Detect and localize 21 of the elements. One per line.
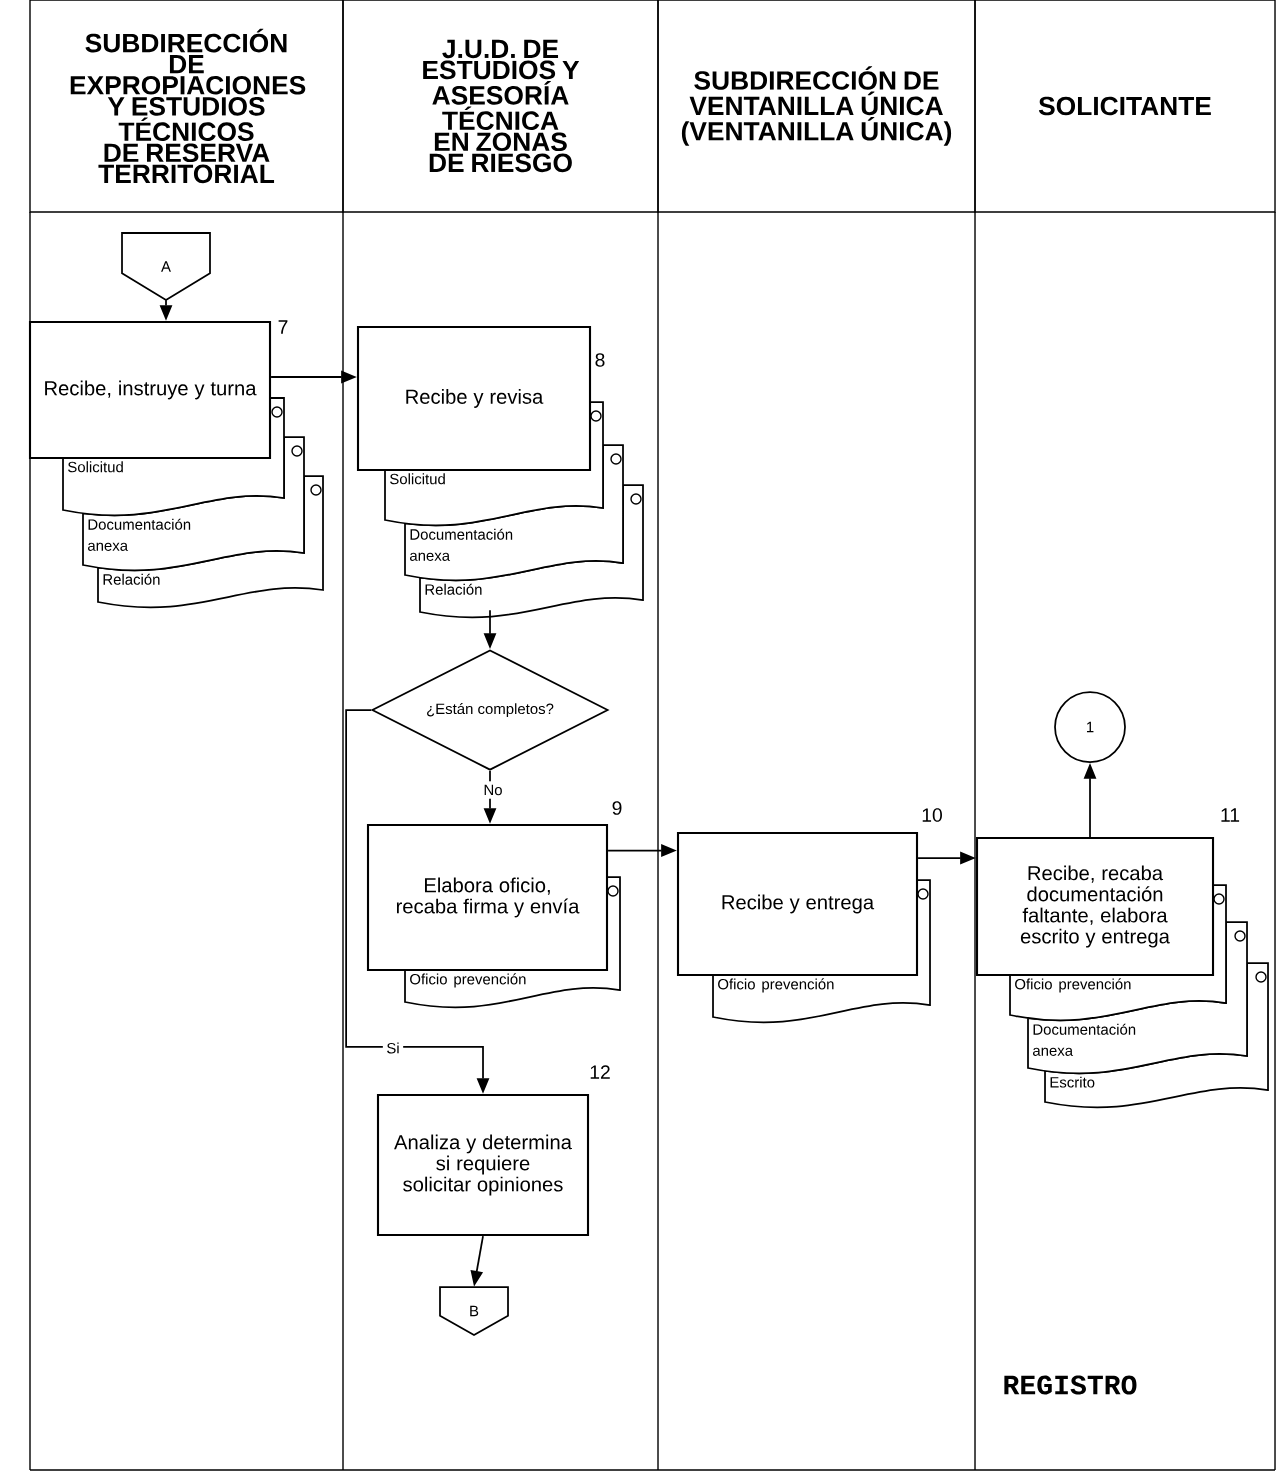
off-page-connector: A (121, 232, 211, 302)
process-box: Recibe y entrega (676, 831, 919, 977)
edge-label: No (479, 781, 507, 799)
step-number: 7 (278, 320, 288, 334)
lane-header: SOLICITANTE (974, 0, 1276, 213)
lane-header: SUBDIRECCIÓN DE VENTANILLA ÚNICA (VENTANILLA ÚNICA) (657, 0, 976, 213)
lane-header: J.U.D. DE ESTUDIOS Y ASESORÍA TÉCNICA EN ZONAS DE RIESGO (342, 0, 659, 213)
process-box: Recibe y revisa (356, 325, 592, 472)
process-box: Analiza y determina si requiere solicitar opiniones (376, 1093, 590, 1237)
process-box: Elabora oficio, recaba firma y envía (366, 823, 609, 972)
step-number: 12 (590, 1065, 610, 1079)
edge-label: Si (382, 1039, 404, 1057)
step-number: 8 (595, 353, 605, 367)
stamp-text: REGISTRO (1004, 1375, 1137, 1395)
process-box: Recibe, instruye y turna (28, 320, 272, 460)
step-number: 10 (922, 808, 942, 822)
process-box: Recibe, recaba documentación faltante, elabora escrito y entrega (975, 836, 1215, 977)
off-page-connector: B (439, 1286, 509, 1337)
lane-header: SUBDIRECCIÓN DE EXPROPIACIONES Y ESTUDIOS TÉCNICOS DE RESERVA TERRITORIAL (29, 0, 344, 213)
step-number: 9 (612, 801, 622, 815)
step-number: 11 (1221, 808, 1240, 822)
